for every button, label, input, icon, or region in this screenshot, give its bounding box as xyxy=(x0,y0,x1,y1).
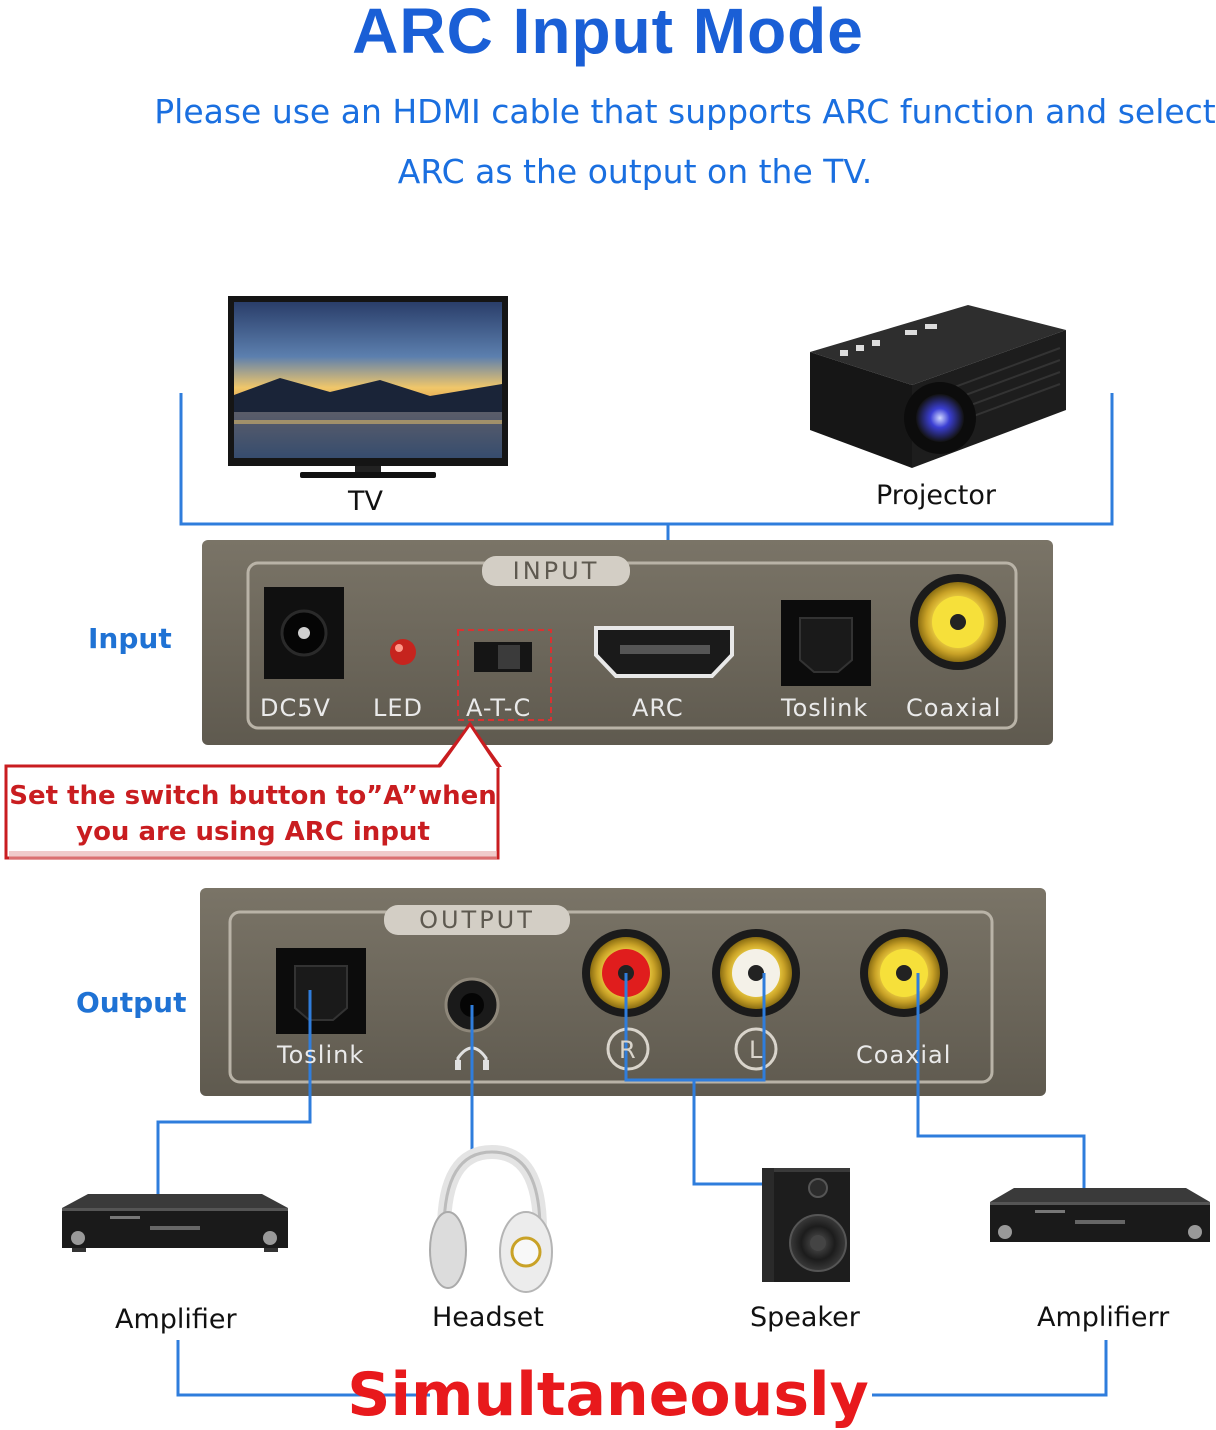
amplifier-label-2: Amplifierr xyxy=(1037,1302,1170,1333)
input-badge: INPUT xyxy=(482,556,630,586)
port-label-coaxial-out: Coaxial xyxy=(856,1041,952,1069)
speaker-icon xyxy=(762,1168,850,1282)
output-side-label: Output xyxy=(76,986,187,1019)
port-label-atc: A-T-C xyxy=(466,694,532,722)
projector-label: Projector xyxy=(876,480,996,511)
callout-line-1: Set the switch button to”A”when xyxy=(9,781,497,811)
amplifier-label: Amplifier xyxy=(115,1304,237,1335)
tv-label: TV xyxy=(348,486,383,517)
port-label-led: LED xyxy=(373,694,424,722)
port-label-l: L xyxy=(749,1036,764,1064)
port-label-toslink-out: Toslink xyxy=(277,1041,365,1069)
simultaneously-banner: Simultaneously xyxy=(347,1360,869,1430)
amplifier-icon xyxy=(62,1194,288,1252)
headset-label: Headset xyxy=(432,1302,544,1333)
callout-line-2: you are using ARC input xyxy=(76,817,430,847)
input-panel xyxy=(202,540,1053,745)
speaker-label: Speaker xyxy=(750,1302,860,1333)
subtitle-line-2: ARC as the output on the TV. xyxy=(397,152,873,191)
input-side-label: Input xyxy=(88,622,172,655)
port-label-arc: ARC xyxy=(632,694,684,722)
projector-icon xyxy=(810,305,1066,468)
page-title: ARC Input Mode xyxy=(352,0,864,67)
tv-icon xyxy=(228,296,508,478)
callout-box xyxy=(4,721,500,860)
amplifier-icon-2 xyxy=(990,1188,1210,1242)
port-label-coaxial-in: Coaxial xyxy=(906,694,1002,722)
headphones-icon xyxy=(429,1144,553,1293)
output-connection-lines xyxy=(156,973,1108,1397)
port-label-toslink-in: Toslink xyxy=(781,694,869,722)
port-label-dc5v: DC5V xyxy=(260,694,331,722)
port-label-r: R xyxy=(619,1036,637,1064)
output-badge: OUTPUT xyxy=(384,905,570,935)
output-panel xyxy=(200,888,1046,1096)
subtitle-line-1: Please use an HDMI cable that supports A… xyxy=(154,92,1216,131)
